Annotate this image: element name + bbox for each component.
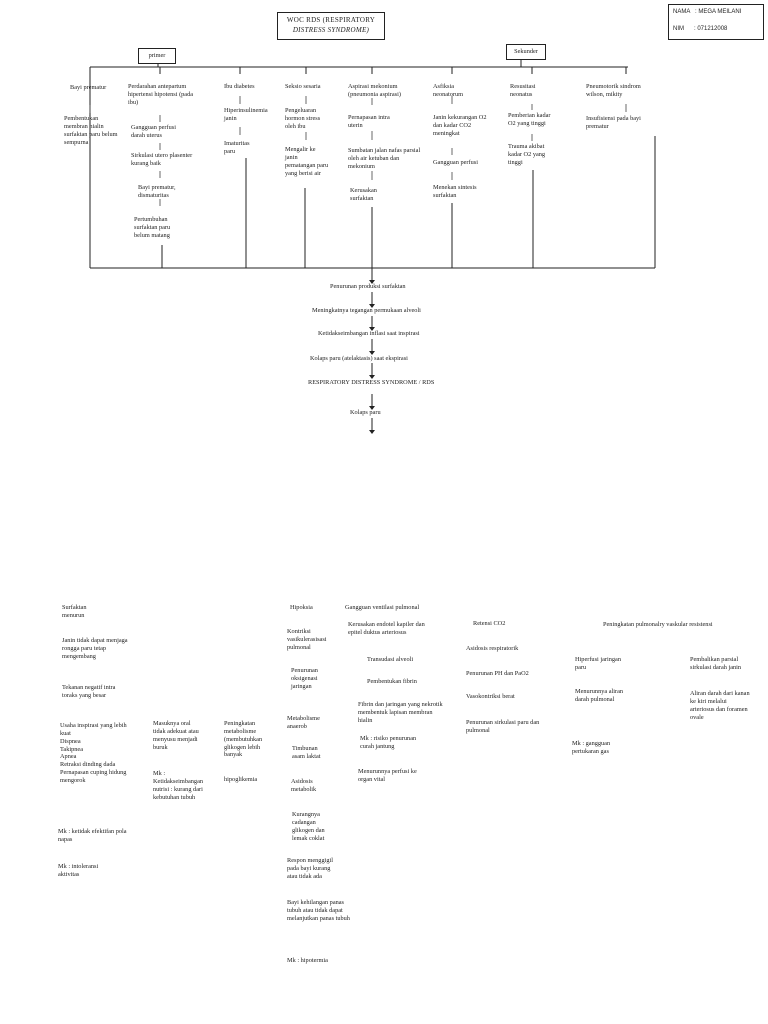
identity-box: NAMA : MEGA MEILANI NIM : 071212008 bbox=[668, 4, 764, 40]
c1-node-2: Pembentukan membran hialin surfaktan par… bbox=[64, 115, 118, 146]
c7-node-3: Trauma akibat kadar O2 yang tinggi bbox=[508, 143, 546, 166]
category-primer-label: primer bbox=[148, 52, 166, 59]
b3-node-1: Peningkatan metabolisme (membutuhkan gli… bbox=[224, 720, 263, 759]
c1-node-1: Bayi prematur bbox=[70, 84, 107, 91]
b1-node-2: Janin tidak dapat menjaga rongga paru te… bbox=[62, 637, 128, 660]
b6-node-2: Asidosis respiratorik bbox=[466, 645, 519, 652]
b4-node-7: Kurangnya cadangan glikogen dan lemak co… bbox=[292, 811, 325, 842]
category-sekunder-label: Sekunder bbox=[514, 48, 538, 55]
b4-node-5: Timbunan asam laktat bbox=[292, 745, 321, 760]
center-node-6: Kolaps paru bbox=[350, 409, 381, 416]
c5-node-2: Pernapasan intra uterin bbox=[348, 114, 390, 129]
title-box: WOC RDS (RESPIRATORY DISTRESS SYNDROME) bbox=[277, 12, 385, 40]
b7-node-6: Aliran darah dari kanan ke kiri melalui … bbox=[690, 690, 750, 721]
c2-node-5: Pertumbuhan surfaktan paru belum matang bbox=[134, 216, 171, 239]
b6-node-4: Vasokontriksi berat bbox=[466, 693, 515, 700]
b5-node-5: Fibrin dan jaringan yang nekrotik memben… bbox=[358, 701, 443, 724]
b6-node-5: Penurunan sirkulasi paru dan pulmonal bbox=[466, 719, 540, 734]
center-node-5: RESPIRATORY DISTRESS SYNDROME / RDS bbox=[308, 379, 435, 386]
b6-node-3: Penurunan PH dan PaO2 bbox=[466, 670, 529, 677]
b5-node-3: Transudasi alveoli bbox=[367, 656, 414, 663]
name-row: NAMA : MEGA MEILANI bbox=[673, 9, 742, 15]
c3-node-1: Ibu diabetes bbox=[224, 83, 255, 90]
b2-node-1: Masuknya oral tidak adekuat atau menyusu… bbox=[153, 720, 199, 751]
b4-node-8: Respon menggigil pada bayi kurang atau t… bbox=[287, 857, 333, 880]
c5-node-4: Kerusakan surfaktan bbox=[350, 187, 377, 202]
c4-node-2: Pengeluaran hormon stress oleh ibu bbox=[285, 107, 321, 130]
b4-node-1: Hipoksia bbox=[290, 604, 313, 611]
center-node-3: Ketidakseimbangan inflasi saat inspirasi bbox=[318, 330, 420, 337]
b7-node-3: Menurunnya aliran darah pulmonal bbox=[575, 688, 624, 703]
b1-node-4: Usaha inspirasi yang lebih kuat Dispnea … bbox=[60, 722, 127, 785]
c3-node-2: Hiperinsulinemia janin bbox=[224, 107, 268, 122]
c8-node-2: Insufisiensi pada bayi prematur bbox=[586, 115, 641, 130]
nim-row: NIM : 071212008 bbox=[673, 26, 728, 32]
c3-node-3: Imaturitas paru bbox=[224, 140, 250, 155]
b4-node-10: Mk : hipotermia bbox=[287, 957, 328, 964]
b4-node-9: Bayi kehilangan panas tubuh atau tidak d… bbox=[287, 899, 350, 922]
c6-node-3: Gangguan perfusi bbox=[433, 159, 478, 166]
c2-node-3: Sirkulasi utero plasenter kurang baik bbox=[131, 152, 193, 167]
b7-node-1: Peningkatan pulmonalry vaskular resisten… bbox=[603, 621, 713, 628]
b3-node-2: hipoglikemia bbox=[224, 776, 258, 783]
category-sekunder: Sekunder bbox=[506, 44, 546, 60]
c7-node-2: Pemberian kadar O2 yang tinggi bbox=[508, 112, 551, 127]
b5-node-1: Gangguan ventilasi pulmonal bbox=[345, 604, 420, 611]
c7-node-1: Resusitasi neonatus bbox=[510, 83, 536, 98]
b7-node-4: Mk : gangguan pertukaran gas bbox=[572, 740, 611, 755]
b4-node-6: Asidosis metabolik bbox=[291, 778, 317, 793]
b5-node-2: Kerusakan endotel kapiler dan epitel duk… bbox=[348, 621, 425, 636]
b6-node-1: Retensi CO2 bbox=[473, 620, 506, 627]
c6-node-4: Menekan sintesis surfaktan bbox=[433, 184, 477, 199]
b4-node-3: Penurunan oksigenasi jaringan bbox=[291, 667, 318, 690]
b5-node-6: Mk : risiko penurunan curah jantung bbox=[360, 735, 417, 750]
center-node-4: Kolaps paru (atelaktasis) saat ekspirasi bbox=[310, 355, 408, 362]
c8-node-1: Pneumotorik sindrom wilson, mikity bbox=[586, 83, 641, 98]
c6-node-1: Asfiksia neonatorum bbox=[433, 83, 464, 98]
c2-node-2: Gangguan perfusi darah uterus bbox=[131, 124, 176, 139]
center-node-1: Penurunan produksi surfaktan bbox=[330, 283, 406, 290]
c5-node-1: Aspirasi mekonium (pneumonia aspirasi) bbox=[348, 83, 401, 98]
c5-node-3: Sumbatan jalan nafas parsial oleh air ke… bbox=[348, 147, 421, 170]
title-line-2: DISTRESS SYNDROME) bbox=[292, 25, 370, 34]
b2-node-2: Mk : Ketidakseimbangan nutrisi : kurang … bbox=[153, 770, 204, 801]
b1-node-3: Tekanan negatif intra toraks yang besar bbox=[62, 684, 116, 699]
b1-node-1: Surfaktan menurun bbox=[62, 604, 87, 619]
b4-node-4: Metabolisme anaerob bbox=[287, 715, 320, 730]
b1-node-5: Mk : ketidak efektifan pola napas bbox=[58, 828, 127, 843]
center-node-2: Meningkatnya tegangan permukaan alveoli bbox=[312, 307, 421, 314]
b7-node-2: Hiperfusi jaringan paru bbox=[575, 656, 621, 671]
b4-node-2: Kontriksi vasikulerasisasi pulmonal bbox=[287, 628, 327, 651]
b1-node-6: Mk : intoleransi aktivitas bbox=[58, 863, 99, 878]
c2-node-1: Perdarahan antepartum hipertensi hipoten… bbox=[128, 83, 194, 106]
category-primer: primer bbox=[138, 48, 176, 64]
c6-node-2: Janin kekurangan O2 dan kadar CO2 mening… bbox=[433, 114, 487, 137]
title-line-1: WOC RDS (RESPIRATORY bbox=[286, 16, 376, 24]
b5-node-7: Menurunnya perfusi ke organ vital bbox=[358, 768, 417, 783]
c4-node-3: Mengalir ke janin pematangan paru yang b… bbox=[285, 146, 329, 177]
c2-node-4: Bayi prematur, dismaturitas bbox=[138, 184, 176, 199]
b7-node-5: Pembalikan parsial sirkulasi darah janin bbox=[690, 656, 742, 671]
b5-node-4: Pembentukan fibrin bbox=[367, 678, 417, 685]
c4-node-1: Seksio sesaria bbox=[285, 83, 321, 90]
